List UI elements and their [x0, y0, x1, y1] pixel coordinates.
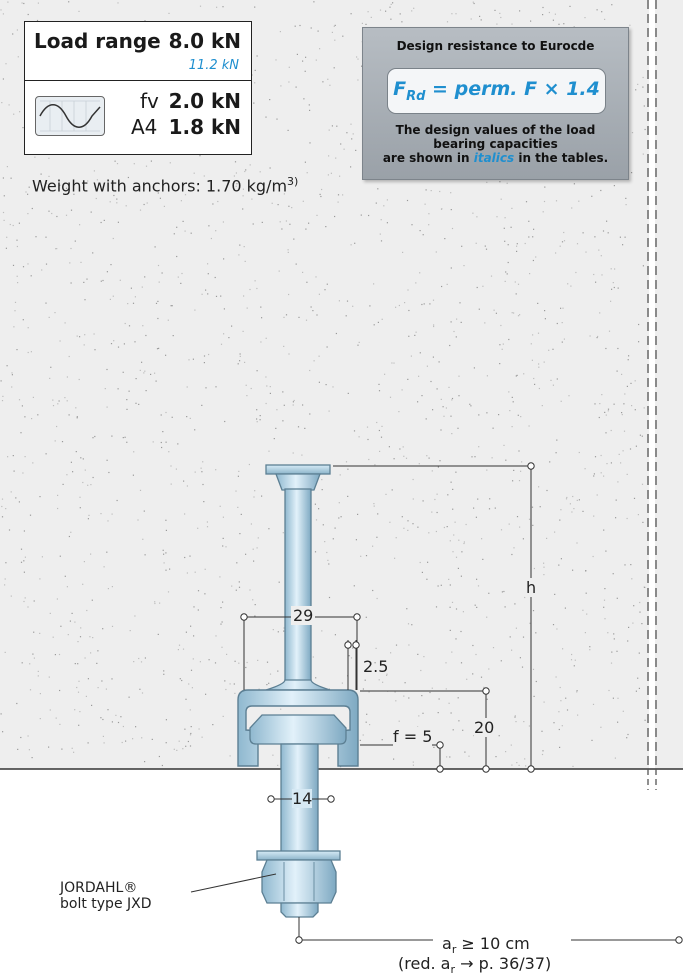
fv-label: fv [140, 89, 159, 113]
dim-bolt-label: 14 [292, 789, 313, 808]
eurocode-note: The design values of the load bearing ca… [382, 123, 609, 165]
dynamic-load-icon [35, 96, 105, 136]
formula-box: FRd = perm. F × 1.4 [387, 68, 606, 114]
load-range-title: Load range [34, 29, 161, 53]
weight-footnote: 3) [287, 175, 299, 188]
a4-value: 1.8 kN [168, 115, 241, 139]
dim-lip-label: 2.5 [363, 657, 389, 676]
load-range-value: 8.0 kN [168, 29, 241, 53]
anchor-shaft [284, 488, 312, 685]
load-range-box: Load range 8.0 kN 11.2 kN fv 2.0 kN A4 1… [24, 21, 252, 155]
bolt-end [280, 902, 319, 918]
dim-height-label: 20 [474, 718, 495, 737]
channel-neck [265, 679, 331, 691]
weight-text: Weight with anchors: 1.70 kg/m [32, 176, 288, 196]
dimension-lines [190, 465, 679, 944]
dim-h-label: h [525, 578, 538, 597]
bolt-washer [256, 850, 341, 861]
load-range-design-value: 11.2 kN [188, 58, 239, 73]
load-range-header: Load range 8.0 kN 11.2 kN [25, 22, 251, 81]
edge-distance-label: ar ≥ 10 cm [442, 934, 530, 957]
design-formula: FRd = perm. F × 1.4 [393, 78, 600, 104]
anchor-channel [237, 689, 359, 767]
bolt-nut [261, 859, 337, 904]
dimension-markers [240, 462, 683, 944]
eurocode-title: Design resistance to Eurocde [396, 39, 595, 53]
a4-label: A4 [131, 115, 158, 139]
edge-distance-reduced-note: (red. ar → p. 36/37) [398, 954, 552, 976]
fv-value: 2.0 kN [168, 89, 241, 113]
dim-width-label: 29 [291, 606, 316, 625]
eurocode-box: Design resistance to Eurocde FRd = perm.… [362, 27, 629, 180]
bolt-head [249, 714, 347, 745]
anchor-head [265, 464, 331, 491]
bolt-caption: JORDAHL® bolt type JXD [60, 880, 152, 912]
weight-note: Weight with anchors: 1.70 kg/m3) [32, 175, 298, 195]
dim-f-label: f = 5 [393, 727, 433, 746]
